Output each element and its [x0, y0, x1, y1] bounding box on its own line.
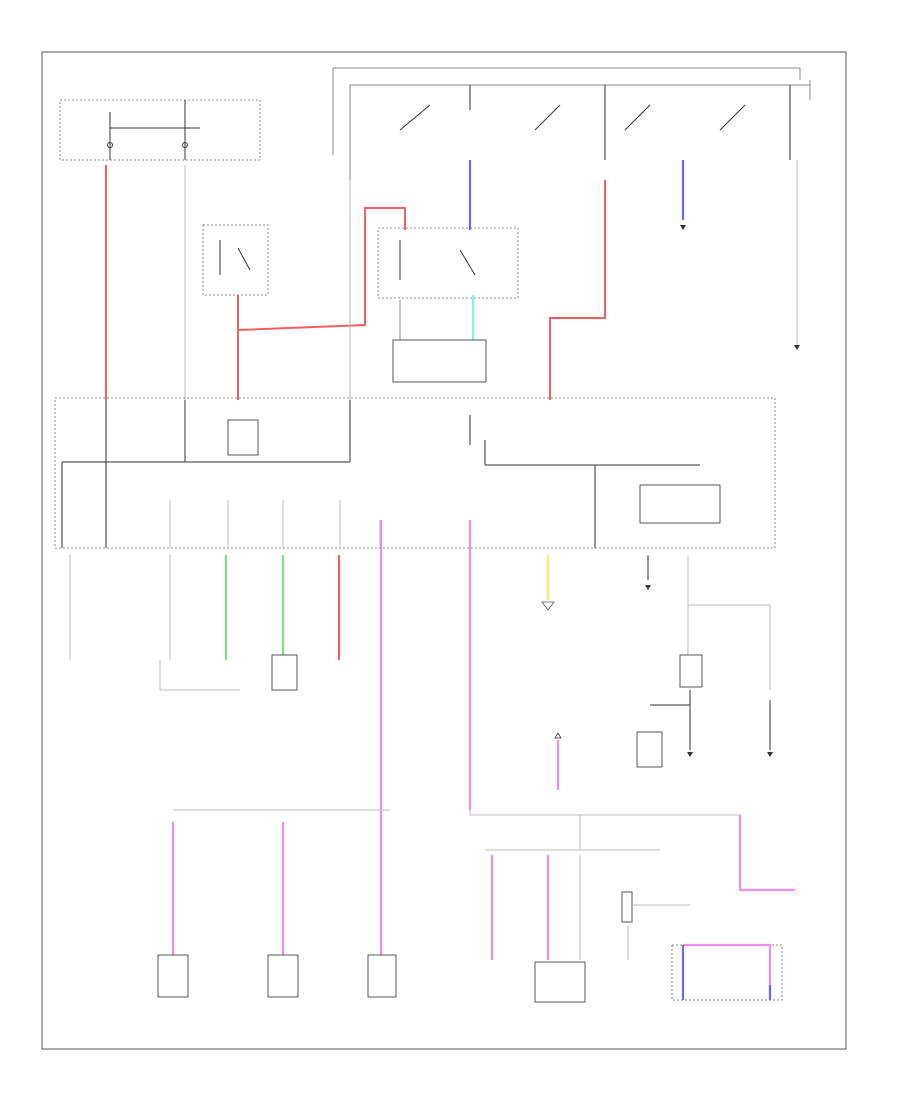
pink-distribution-left — [157, 809, 397, 998]
bottom-right-connector-module — [671, 943, 783, 1001]
top-power-bus — [332, 67, 811, 180]
ignition-switch-group — [399, 85, 791, 160]
connector-block-center — [392, 339, 487, 383]
relay-box-left — [202, 224, 269, 296]
relay-box-center — [377, 227, 519, 299]
pink-distribution-right — [469, 740, 795, 1003]
fuse-columns — [169, 500, 471, 548]
right-relay-cluster — [636, 555, 771, 768]
component-box-mid — [271, 654, 298, 691]
top-left-fuse-block — [59, 99, 261, 161]
ground-symbol-icon — [554, 225, 800, 757]
main-fuse-box — [54, 397, 776, 549]
diagram-frame — [41, 51, 847, 1050]
